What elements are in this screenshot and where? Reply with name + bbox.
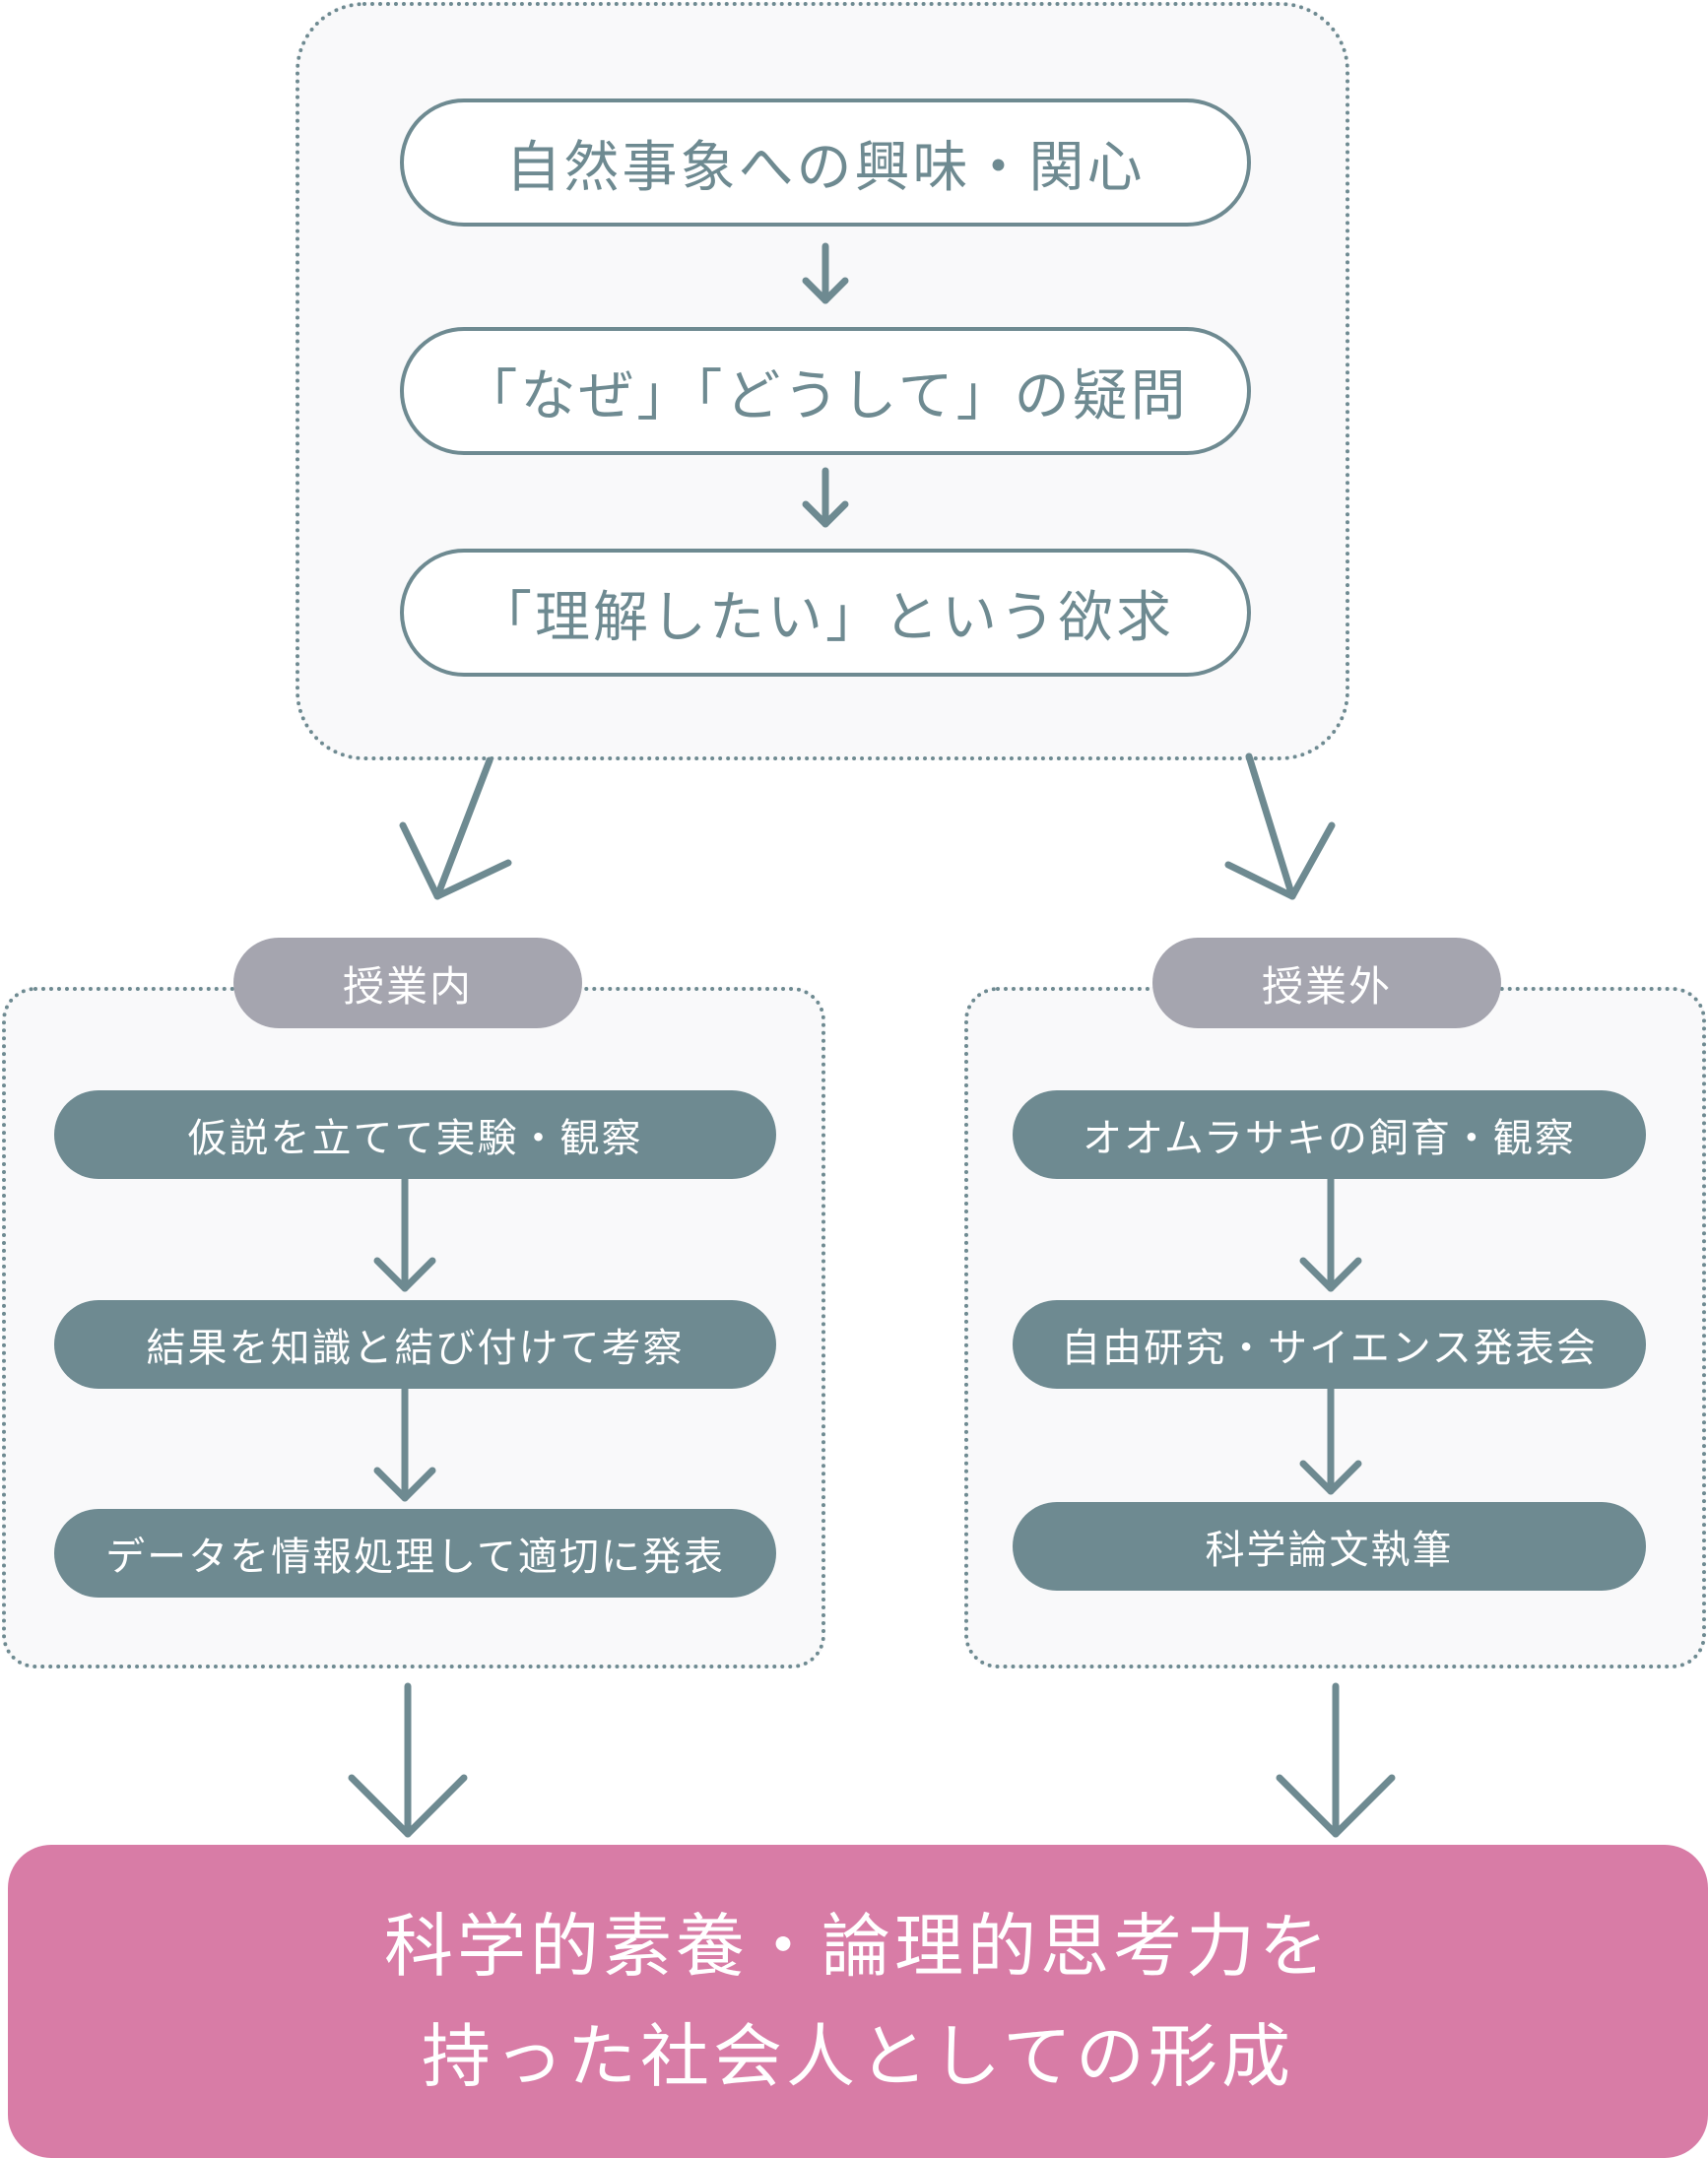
desire-box: 「理解したい」という欲求 xyxy=(400,549,1251,677)
arrow-down-icon xyxy=(802,467,849,528)
arrow-down-icon xyxy=(1276,1682,1396,1838)
in-class-step-hypothesis: 仮説を立てて実験・観察 xyxy=(54,1090,776,1179)
arrow-down-icon xyxy=(1299,1175,1362,1292)
arrow-diagonal-right-icon xyxy=(1224,752,1336,900)
in-class-tag: 授業内 xyxy=(233,938,582,1028)
in-class-step-consider: 結果を知識と結び付けて考察 xyxy=(54,1300,776,1389)
arrow-down-icon xyxy=(373,1385,436,1502)
out-class-step-paper: 科学論文執筆 xyxy=(1013,1502,1646,1591)
arrow-down-icon xyxy=(1299,1385,1362,1495)
out-class-step-breeding: オオムラサキの飼育・観察 xyxy=(1013,1090,1646,1179)
arrow-down-icon xyxy=(348,1682,468,1838)
in-class-step-present: データを情報処理して適切に発表 xyxy=(54,1509,776,1598)
arrow-down-icon xyxy=(373,1175,436,1292)
question-box: 「なぜ」「どうして」の疑問 xyxy=(400,327,1251,455)
arrow-down-icon xyxy=(802,242,849,304)
result-line-1: 科学的素養・論理的思考力を xyxy=(384,1906,1332,1987)
interest-box: 自然事象への興味・関心 xyxy=(400,98,1251,227)
arrow-diagonal-left-icon xyxy=(399,756,512,900)
out-class-tag: 授業外 xyxy=(1152,938,1501,1028)
result-box: 科学的素養・論理的思考力を 持った社会人としての形成 xyxy=(8,1845,1708,2158)
result-line-2: 持った社会人としての形成 xyxy=(422,2016,1294,2097)
out-class-step-research: 自由研究・サイエンス発表会 xyxy=(1013,1300,1646,1389)
